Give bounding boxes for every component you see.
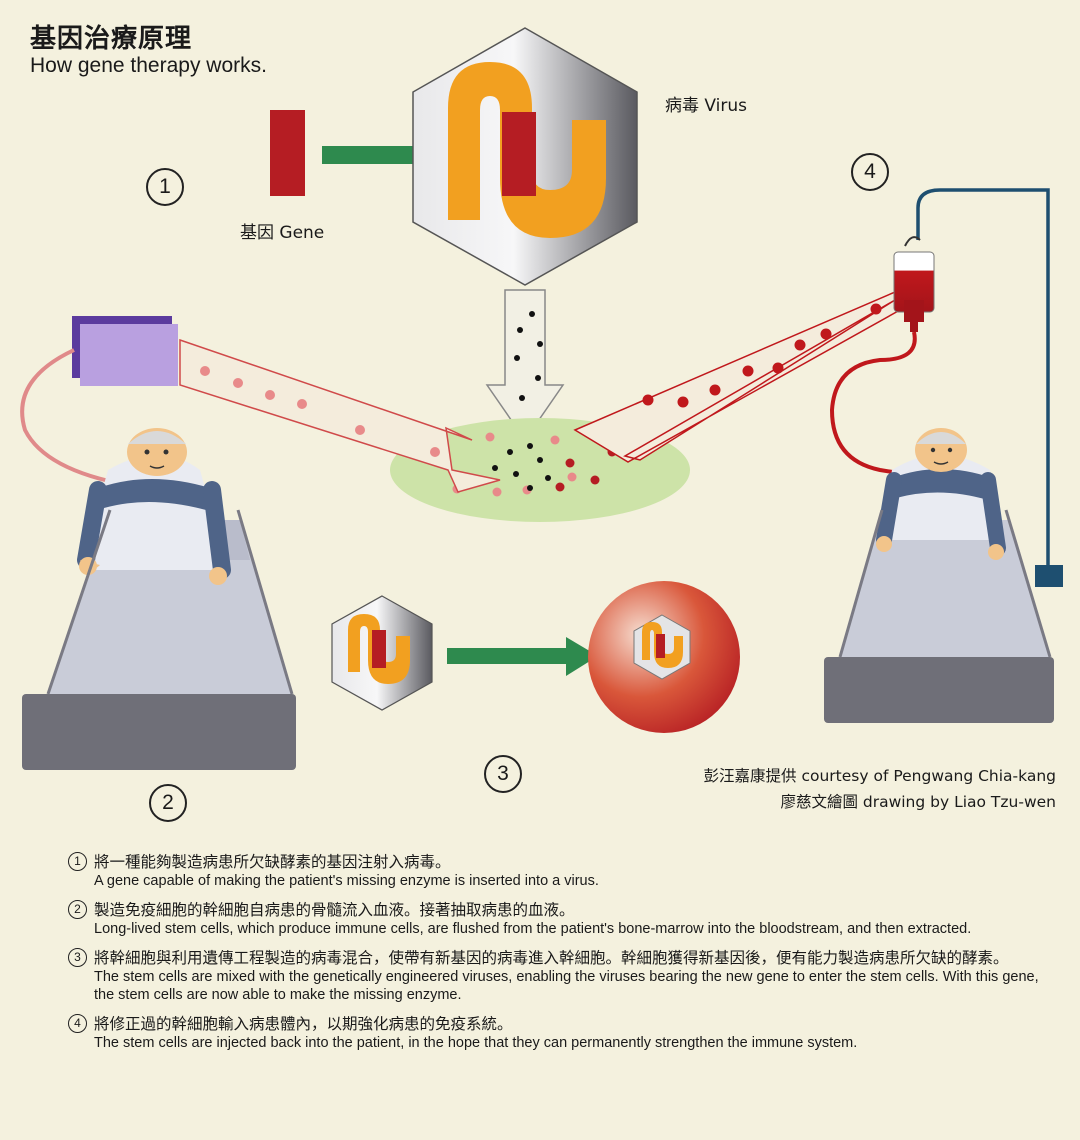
step-circle: 1	[68, 852, 87, 871]
step-text-english: The stem cells are injected back into th…	[94, 1035, 858, 1051]
title-english: How gene therapy works.	[30, 54, 267, 77]
step-text-chinese: 將一種能夠製造病患所欠缺酵素的基因注射入病毒。	[94, 853, 451, 871]
step-descriptions: 1 將一種能夠製造病患所欠缺酵素的基因注射入病毒。 A gene capable…	[68, 852, 1048, 1062]
step-number-2: 2	[149, 784, 187, 822]
patient-right	[824, 428, 1054, 723]
step-item-3: 3 將幹細胞與利用遺傳工程製造的病毒混合，使帶有新基因的病毒進入幹細胞。幹細胞獲…	[68, 948, 1048, 1004]
credit-drawing: 廖慈文繪圖 drawing by Liao Tzu-wen	[780, 793, 1056, 811]
step-text-english: A gene capable of making the patient's m…	[94, 873, 599, 889]
title-chinese: 基因治療原理	[30, 24, 193, 54]
step-text-chinese: 製造免疫細胞的幹細胞自病患的骨髓流入血液。接著抽取病患的血液。	[94, 901, 575, 919]
step-circle: 2	[68, 900, 87, 919]
diagram-graphics	[20, 27, 1063, 770]
step-text-chinese: 將修正過的幹細胞輸入病患體內，以期強化病患的免疫系統。	[94, 1015, 513, 1033]
step3-group	[331, 581, 740, 733]
step-circle: 4	[68, 1014, 87, 1033]
step-number-4: 4	[851, 153, 889, 191]
step-number-1: 1	[146, 168, 184, 206]
step-text-chinese: 將幹細胞與利用遺傳工程製造的病毒混合，使帶有新基因的病毒進入幹細胞。幹細胞獲得新…	[94, 949, 1009, 967]
gene-bar	[270, 110, 305, 196]
step-item-2: 2 製造免疫細胞的幹細胞自病患的骨髓流入血液。接著抽取病患的血液。 Long-l…	[68, 900, 1048, 938]
extraction-arrow	[179, 338, 501, 493]
down-arrow	[485, 289, 565, 442]
step-text-english: The stem cells are mixed with the geneti…	[94, 969, 1039, 1003]
gene-label: 基因 Gene	[240, 223, 325, 243]
blood-bag-purple	[72, 316, 178, 386]
step-item-1: 1 將一種能夠製造病患所欠缺酵素的基因注射入病毒。 A gene capable…	[68, 852, 1048, 890]
injection-arrow	[573, 290, 901, 463]
step1-group	[270, 27, 638, 286]
step-text-english: Long-lived stem cells, which produce imm…	[94, 921, 972, 937]
virus-label: 病毒 Virus	[665, 96, 748, 116]
step-circle: 3	[68, 948, 87, 967]
iv-stand	[893, 188, 1063, 587]
step-item-4: 4 將修正過的幹細胞輸入病患體內，以期強化病患的免疫系統。 The stem c…	[68, 1014, 1048, 1052]
iv-tube	[829, 331, 917, 476]
patient-left	[22, 428, 296, 770]
step-number-3: 3	[484, 755, 522, 793]
extraction-tube	[20, 348, 129, 487]
credit-courtesy: 彭汪嘉康提供 courtesy of Pengwang Chia-kang	[703, 767, 1056, 785]
virus-hexagon	[412, 27, 638, 286]
